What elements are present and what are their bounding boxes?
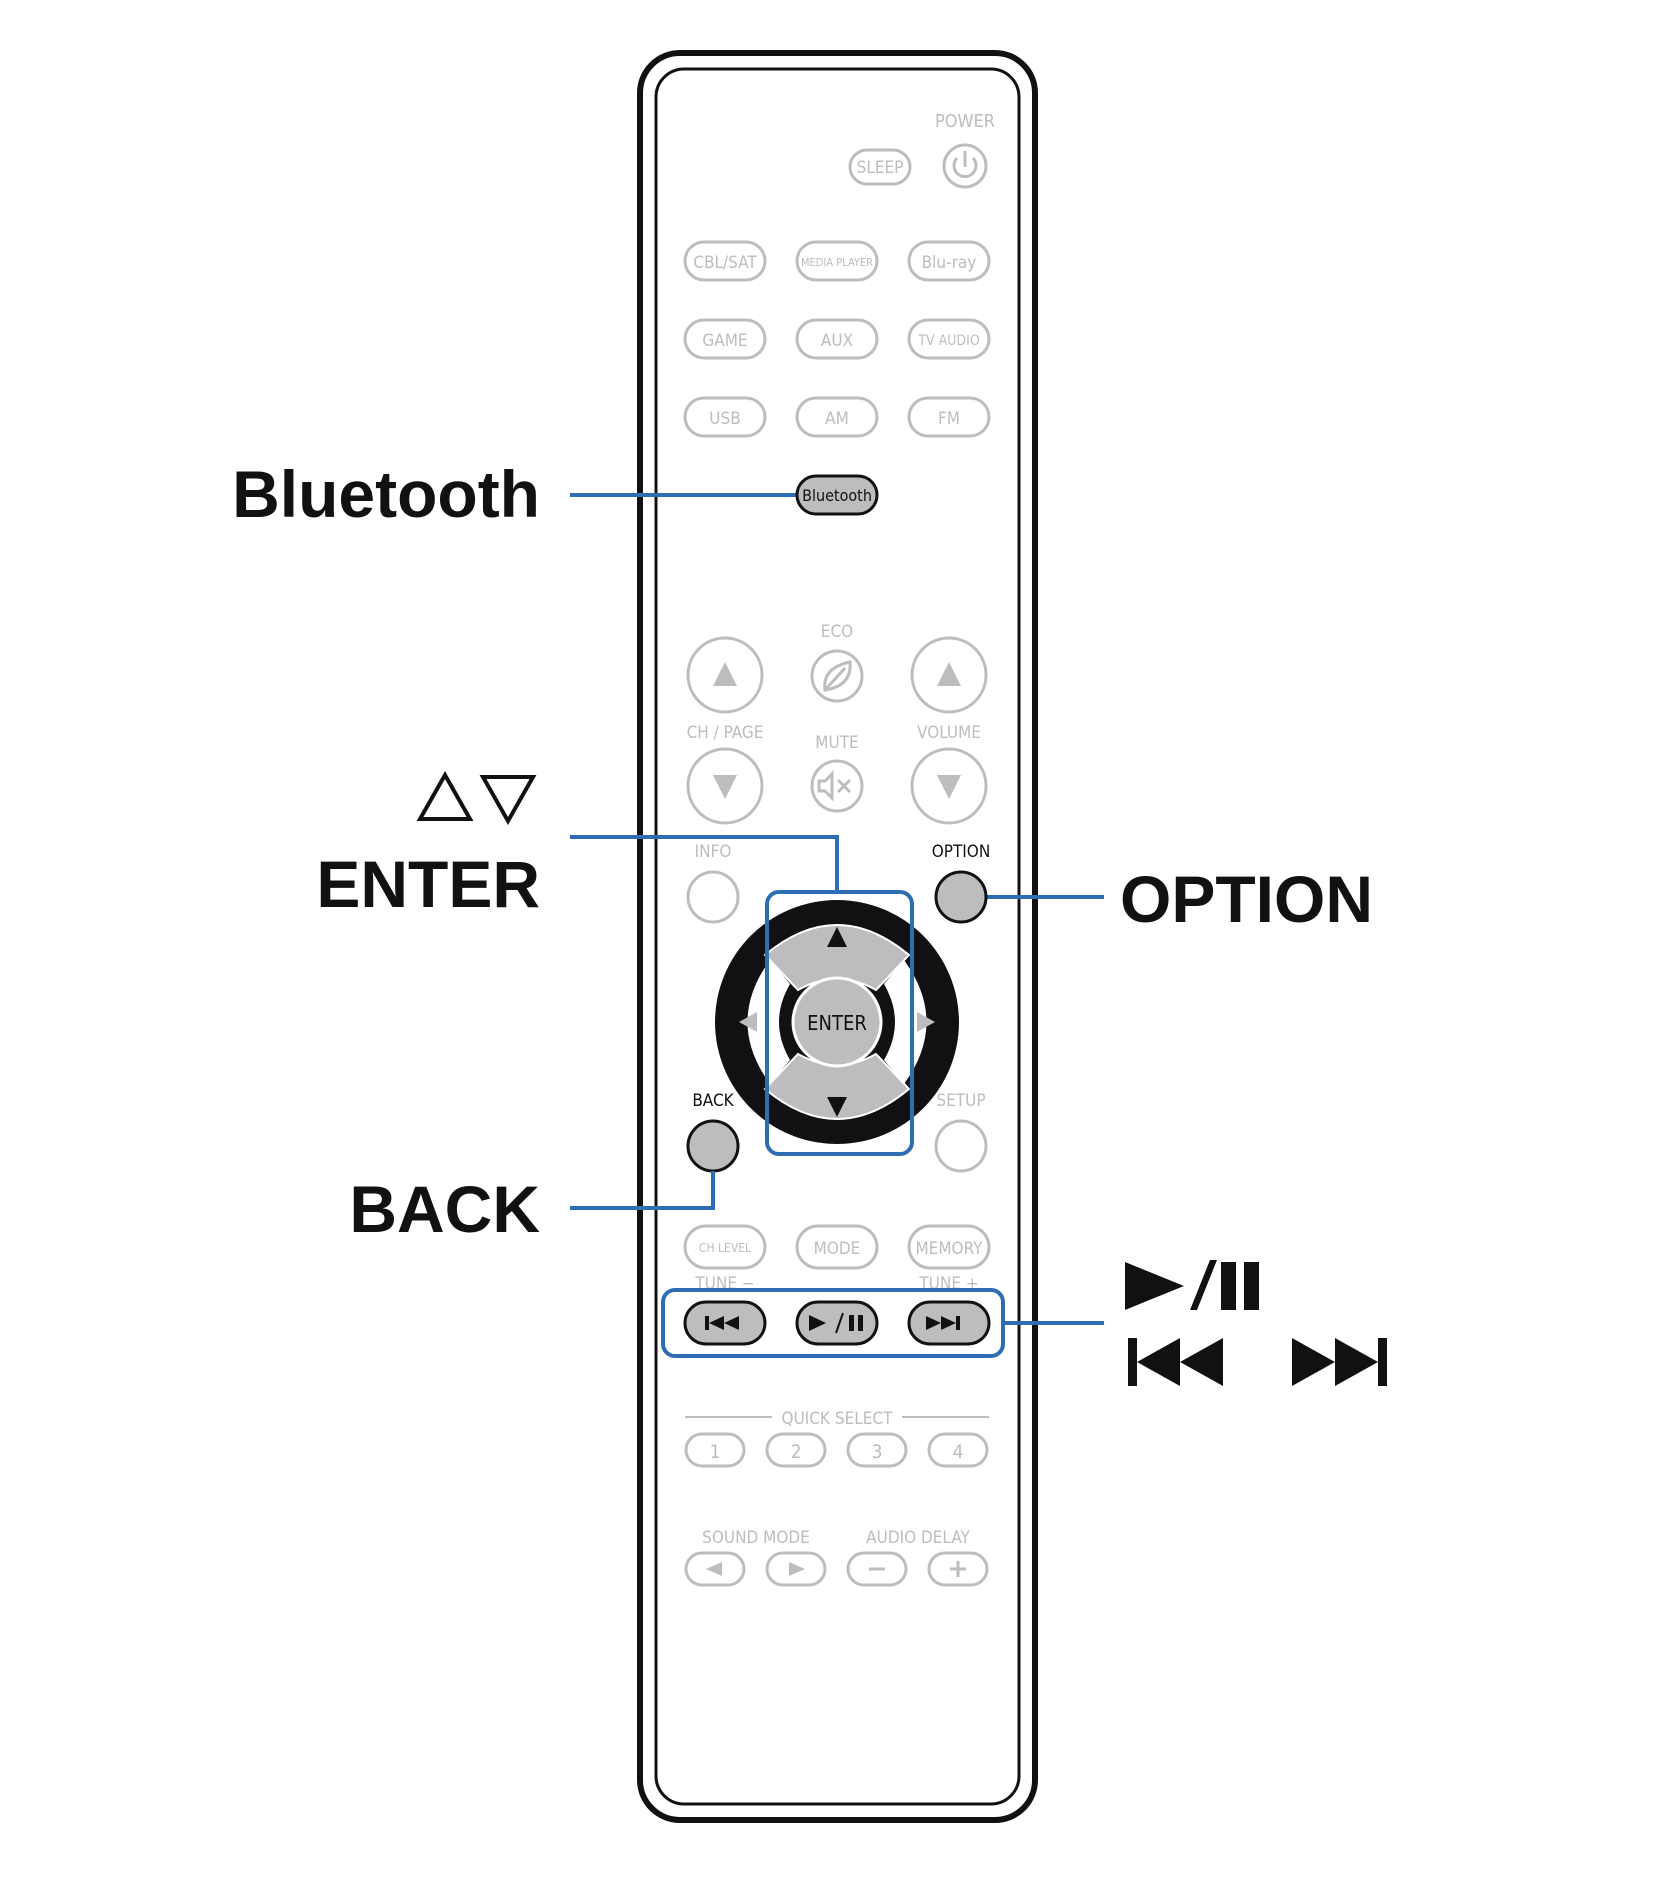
info-button[interactable] — [686, 870, 740, 924]
back-label: BACK — [692, 1091, 734, 1111]
ch-level-button[interactable] — [683, 1224, 767, 1270]
source-label-aux: AUX — [821, 331, 853, 351]
source-button-aux[interactable] — [795, 318, 879, 360]
volume-label: VOLUME — [917, 723, 981, 743]
mode-label: MODE — [814, 1239, 861, 1259]
previous-track-icon — [705, 1316, 739, 1330]
source-label-fm: FM — [938, 409, 960, 429]
sound-mode-label: SOUND MODE — [702, 1528, 810, 1548]
memory-label: MEMORY — [916, 1239, 984, 1259]
setup-label: SETUP — [936, 1091, 985, 1111]
source-button-cbl-sat[interactable] — [683, 240, 767, 282]
source-button-usb[interactable] — [683, 396, 767, 438]
volume-up-icon — [937, 662, 961, 686]
audio-delay-label: AUDIO DELAY — [866, 1528, 970, 1548]
play-pause-callout-icon — [1125, 1260, 1259, 1310]
source-label-game: GAME — [702, 331, 747, 351]
source-button-blu-ray[interactable] — [907, 240, 991, 282]
source-label-media-player: MEDIA PLAYER — [801, 256, 873, 269]
sleep-label: SLEEP — [857, 158, 904, 178]
option-label: OPTION — [932, 842, 991, 862]
remote-body-inner — [654, 67, 1021, 1806]
sleep-button[interactable] — [848, 148, 912, 186]
source-button-fm[interactable] — [907, 396, 991, 438]
eco-label: ECO — [821, 622, 853, 642]
mute-icon — [817, 770, 852, 802]
ch-page-down-icon — [713, 775, 737, 799]
ch-page-up-icon — [713, 662, 737, 686]
dpad-left-icon — [739, 1012, 757, 1032]
source-label-usb: USB — [709, 409, 740, 429]
mute-button[interactable] — [810, 759, 864, 813]
dpad-right-button[interactable] — [884, 960, 927, 1084]
info-label: INFO — [695, 842, 732, 862]
quick-select-button-2[interactable] — [765, 1432, 827, 1468]
callout-play-pause: ►/❚❚ — [1190, 1299, 1193, 1301]
plus-icon — [950, 1561, 966, 1577]
quick-select-label-2: 2 — [791, 1441, 802, 1463]
quick-select-button-3[interactable] — [846, 1432, 908, 1468]
play-pause-button[interactable] — [795, 1300, 879, 1346]
back-button[interactable] — [686, 1119, 740, 1173]
dpad-up-icon — [827, 927, 847, 947]
sound-mode-left-icon — [706, 1562, 722, 1576]
source-button-media-player[interactable] — [795, 240, 879, 282]
mode-button[interactable] — [795, 1224, 879, 1270]
quick-select-button-1[interactable] — [684, 1432, 746, 1468]
memory-button[interactable] — [907, 1224, 991, 1270]
power-icon — [952, 151, 978, 178]
bluetooth-button-label: Bluetooth — [802, 486, 872, 505]
sound-mode-right-icon — [789, 1562, 805, 1576]
callout-enter: ENTER — [316, 847, 540, 921]
setup-button[interactable] — [934, 1119, 988, 1173]
source-button-tv-audio[interactable] — [907, 318, 991, 360]
source-button-am[interactable] — [795, 396, 879, 438]
dpad-right-icon — [917, 1012, 935, 1032]
callout-back: BACK — [349, 1172, 540, 1246]
next-track-icon — [926, 1316, 960, 1330]
callout-skip: |◄◄ ►►| — [1250, 1369, 1254, 1371]
quick-select-button-4[interactable] — [927, 1432, 989, 1468]
callout-bluetooth: Bluetooth — [232, 457, 540, 531]
back-leader-line — [570, 1171, 715, 1210]
mute-label: MUTE — [815, 733, 858, 753]
power-label: POWER — [935, 111, 995, 132]
source-label-cbl-sat: CBL/SAT — [693, 253, 757, 273]
ch-level-label: CH LEVEL — [699, 1241, 751, 1255]
option-button[interactable] — [934, 870, 988, 924]
play-pause-icon — [809, 1312, 863, 1334]
dpad-down-icon — [827, 1097, 847, 1117]
callout-up-down: △▽ — [475, 814, 477, 816]
enter-button-label: ENTER — [807, 1011, 867, 1035]
quick-select-label-1: 1 — [710, 1441, 721, 1463]
source-label-am: AM — [825, 409, 849, 429]
enter-highlight-box — [765, 890, 914, 1156]
enter-leader-line — [570, 835, 839, 892]
source-button-game[interactable] — [683, 318, 767, 360]
source-label-blu-ray: Blu-ray — [922, 253, 977, 273]
bluetooth-button[interactable] — [795, 474, 879, 516]
source-label-tv-audio: TV AUDIO — [917, 333, 980, 349]
quick-select-label-4: 4 — [953, 1441, 964, 1463]
skip-callout-icon — [1128, 1338, 1387, 1386]
leaf-icon — [823, 660, 852, 692]
quick-select-label: QUICK SELECT — [782, 1409, 894, 1429]
quick-select-label-3: 3 — [872, 1441, 883, 1463]
ch-page-label: CH / PAGE — [687, 723, 764, 743]
callout-option: OPTION — [1120, 862, 1373, 936]
enter-button[interactable] — [791, 976, 883, 1068]
up-down-triangles-icon — [416, 770, 537, 826]
volume-down-icon — [937, 775, 961, 799]
